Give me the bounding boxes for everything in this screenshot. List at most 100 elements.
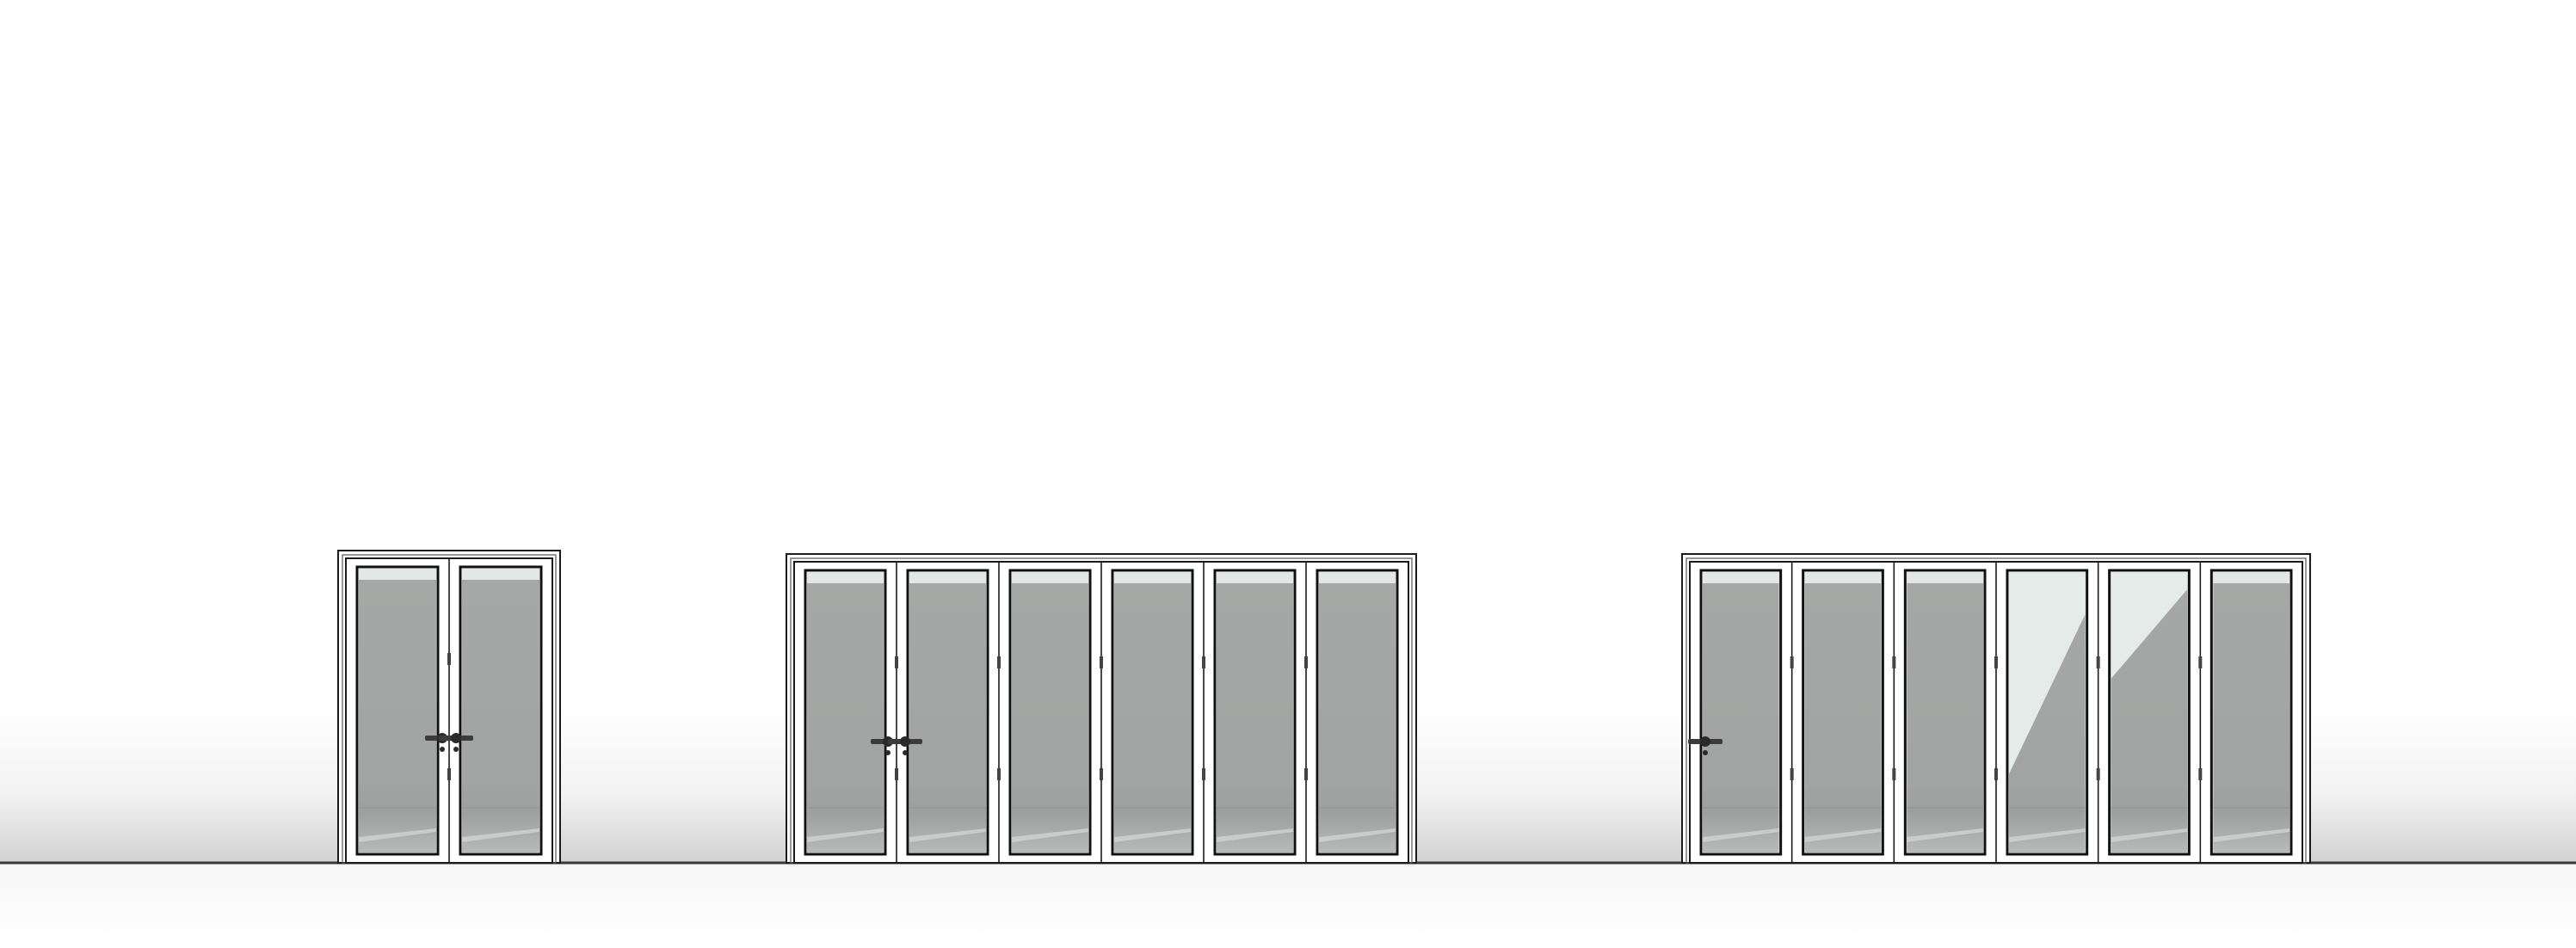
glass-top-reflection — [1804, 572, 1882, 583]
glass-top-reflection — [1907, 572, 1983, 583]
hinge — [1994, 656, 1998, 668]
glass-bead — [1699, 569, 1783, 856]
hinge — [1100, 768, 1103, 780]
glass-pane — [462, 569, 539, 853]
glass-pane — [1804, 572, 1882, 853]
door-panel — [2198, 562, 2293, 863]
door-panel — [804, 569, 887, 856]
door-panel — [447, 558, 543, 863]
glass-floor-reflection — [2009, 828, 2086, 842]
door-panel — [1699, 569, 1783, 856]
door-handle — [1688, 736, 1722, 755]
door-panel — [355, 565, 440, 856]
hinge — [1304, 656, 1308, 668]
glass-bead — [2006, 569, 2089, 856]
door-panel — [1202, 562, 1297, 863]
glass-pane — [1012, 572, 1088, 853]
glass-floor-reflection — [1012, 828, 1088, 842]
glass-floor-reflection — [2213, 828, 2289, 842]
door-panel — [1304, 562, 1399, 863]
door-units — [337, 550, 2311, 864]
handle-rose — [1700, 736, 1710, 747]
hinge — [2198, 768, 2203, 780]
door-handle-right — [439, 733, 473, 752]
door-panel — [997, 562, 1092, 863]
glass-floor-reflection — [1114, 828, 1191, 842]
floor-band — [0, 864, 2576, 948]
handle-keyhole — [453, 747, 459, 752]
hinge — [1202, 768, 1205, 780]
hinge — [895, 768, 898, 780]
glass-floor-reflection — [1319, 828, 1396, 842]
glass-bead — [1903, 569, 1987, 856]
glass-floor-reflection — [359, 828, 436, 842]
glass-bead — [1316, 569, 1399, 856]
glass-floor-reflection — [807, 828, 884, 842]
door-panel — [1100, 562, 1194, 863]
glass-floor-reflection — [2111, 828, 2188, 842]
glass-floor-reflection — [1217, 828, 1293, 842]
hinge — [2198, 656, 2203, 668]
door-panel — [1790, 562, 1884, 863]
glass-bead — [1802, 569, 1884, 856]
handle-keyhole — [1703, 750, 1708, 755]
glass-floor-reflection — [1703, 828, 1779, 842]
hinge — [2096, 768, 2100, 780]
door-panel — [895, 562, 989, 863]
glass-bead — [1213, 569, 1297, 856]
hinge — [447, 768, 451, 780]
glass-top-reflection — [359, 569, 436, 580]
hinge — [1892, 768, 1896, 780]
glass-bead — [2209, 569, 2293, 856]
glass-top-reflection — [462, 569, 539, 580]
glass-top-reflection — [1114, 572, 1191, 583]
glass-pane — [807, 572, 884, 853]
glass-pane — [1319, 572, 1396, 853]
glass-bead — [459, 565, 543, 856]
glass-top-reflection — [1703, 572, 1779, 583]
hinge — [1790, 656, 1794, 668]
glass-top-reflection — [1217, 572, 1293, 583]
glass-pane — [909, 572, 986, 853]
glass-pane — [359, 569, 436, 853]
six-panel-bifold-door-center-handle — [786, 553, 1417, 864]
handle-rose — [900, 736, 910, 747]
glass-bead — [906, 569, 989, 856]
glass-floor-reflection — [909, 828, 986, 842]
glass-pane — [2213, 572, 2289, 853]
handle-keyhole — [885, 750, 891, 755]
glass-floor-reflection — [462, 828, 539, 842]
six-panel-bifold-door-left-handle — [1681, 553, 2311, 864]
glass-floor-reflection — [1804, 828, 1882, 842]
glass-pane — [1907, 572, 1983, 853]
two-panel-french-door — [337, 550, 561, 864]
glass-bead — [1008, 569, 1092, 856]
handle-keyhole — [440, 747, 445, 752]
hinge — [2096, 656, 2100, 668]
glass-bead — [804, 569, 887, 856]
door-panel — [1994, 562, 2089, 863]
glass-pane — [1703, 572, 1779, 853]
glass-sky-reflection — [2009, 572, 2086, 774]
glass-bead — [355, 565, 440, 856]
door-panel — [2096, 562, 2191, 863]
hinge — [1304, 768, 1308, 780]
glass-top-reflection — [909, 572, 986, 583]
handle-rose — [451, 733, 461, 743]
hinge — [997, 768, 1001, 780]
hinge — [1994, 768, 1998, 780]
glass-top-reflection — [807, 572, 884, 583]
hinge — [1100, 656, 1103, 668]
glass-pane — [1217, 572, 1293, 853]
handle-keyhole — [903, 750, 908, 755]
door-handle-right — [888, 736, 922, 755]
glass-top-reflection — [1012, 572, 1088, 583]
glass-floor-reflection — [1907, 828, 1983, 842]
glass-top-reflection — [2213, 572, 2289, 583]
hinge — [1892, 656, 1896, 668]
door-panel — [1892, 562, 1987, 863]
hinge — [447, 653, 451, 665]
hinge — [1202, 656, 1205, 668]
